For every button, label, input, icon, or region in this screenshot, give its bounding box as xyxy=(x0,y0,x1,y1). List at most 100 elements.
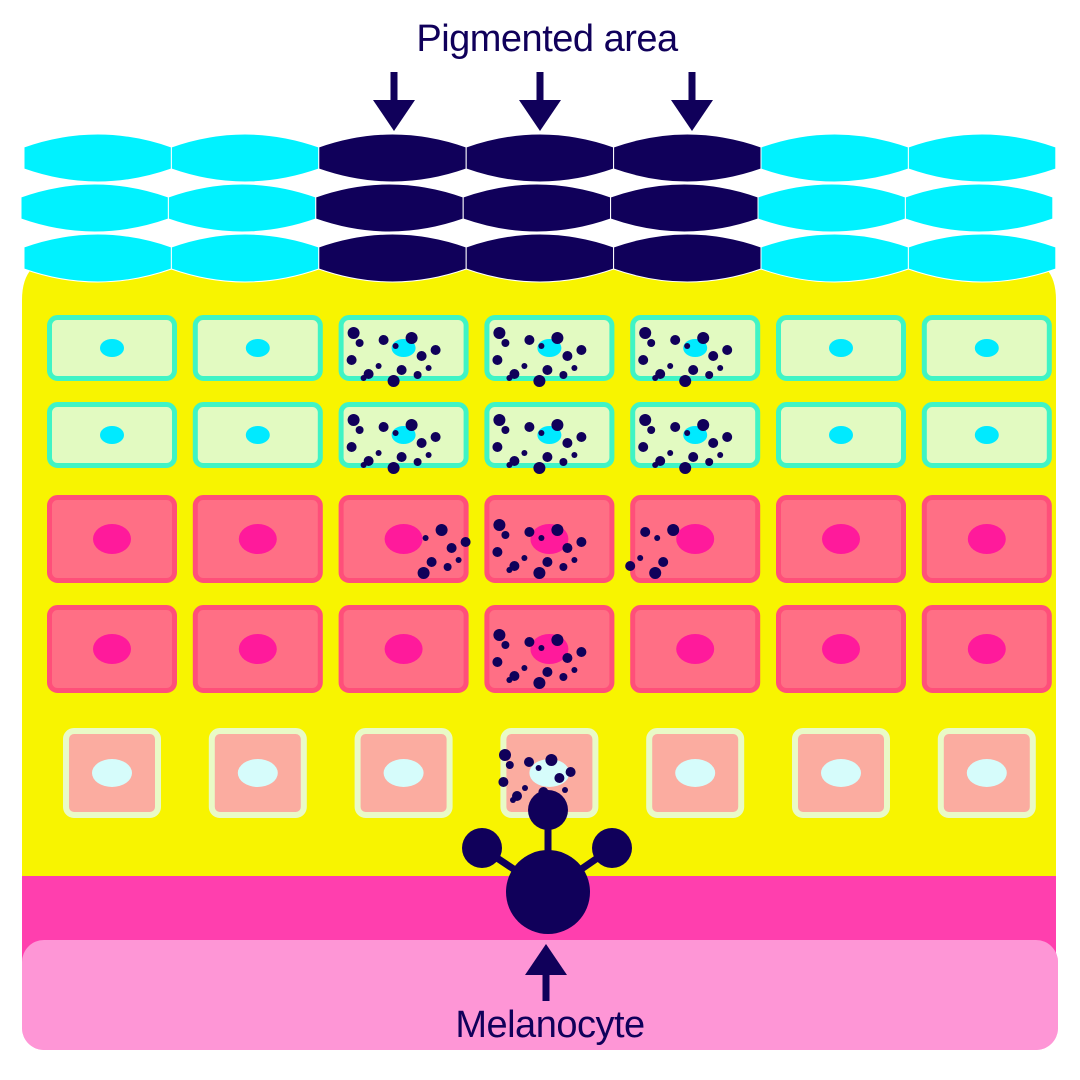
melanin-granule xyxy=(652,375,659,381)
corneum-cell xyxy=(613,233,762,283)
corneum-cell xyxy=(610,183,759,233)
corneum-cell xyxy=(465,233,615,283)
melanin-granule xyxy=(506,677,513,683)
melanin-granule xyxy=(562,438,573,448)
stratum-spinosum xyxy=(47,495,1052,693)
melanin-granule xyxy=(493,414,506,426)
melanin-granule xyxy=(542,452,553,462)
melanin-granule xyxy=(542,365,553,375)
melanin-granule xyxy=(506,567,513,573)
melanin-granule xyxy=(522,785,528,791)
melanin-granule xyxy=(576,345,587,355)
spinous-cell-nucleus xyxy=(238,634,277,664)
melanin-granule xyxy=(679,462,692,474)
corneum-cell xyxy=(20,183,169,233)
melanin-granule xyxy=(446,543,457,553)
melanocyte-body xyxy=(506,850,590,934)
arrow-down-head xyxy=(373,100,415,131)
melanin-granule xyxy=(455,557,462,563)
basal-cell-nucleus xyxy=(383,759,424,787)
melanin-granule xyxy=(722,432,733,442)
melanin-granule xyxy=(533,567,546,579)
melanin-granule xyxy=(501,426,510,434)
melanin-granule xyxy=(498,777,509,787)
corneum-cell xyxy=(760,233,909,283)
pigmented-area-label: Pigmented area xyxy=(416,18,678,60)
melanin-granule xyxy=(521,450,528,456)
spinous-cell-nucleus xyxy=(967,634,1006,664)
melanin-granule xyxy=(499,749,511,761)
spinous-cell-nucleus xyxy=(384,634,423,664)
corneum-cell xyxy=(907,233,1057,283)
melanin-granule xyxy=(545,754,558,766)
corneum-cell xyxy=(167,183,317,233)
melanin-granule xyxy=(422,535,429,541)
granular-cell-nucleus xyxy=(100,339,124,357)
melanin-granule xyxy=(538,645,545,651)
melanin-granule xyxy=(430,432,441,442)
spinous-cell-nucleus xyxy=(822,524,860,554)
melanin-granule xyxy=(492,355,503,365)
melanin-granule xyxy=(360,462,367,468)
basal-cell-nucleus xyxy=(675,759,716,787)
corneum-cell xyxy=(318,233,467,283)
melanin-granule xyxy=(416,351,427,361)
melanin-granule xyxy=(647,339,656,347)
melanin-granule xyxy=(347,414,360,426)
melanin-granule xyxy=(658,557,669,567)
dermis-overlay xyxy=(22,940,1058,1050)
stratum-corneum xyxy=(20,133,1057,283)
corneum-cell xyxy=(465,133,615,183)
melanin-granule xyxy=(360,375,367,381)
melanin-granule xyxy=(565,767,576,777)
melanin-granule xyxy=(625,561,636,571)
melanin-granule xyxy=(355,339,364,347)
melanin-granule xyxy=(426,557,437,567)
arrow-down-shaft xyxy=(688,72,696,104)
melanin-granule xyxy=(430,345,441,355)
arrows xyxy=(373,72,713,1001)
spinous-cell-nucleus xyxy=(967,524,1006,554)
melanin-granule xyxy=(493,327,506,339)
melanin-granule xyxy=(396,452,407,462)
melanin-granule xyxy=(524,335,535,345)
melanin-granule xyxy=(521,555,528,561)
melanin-granule xyxy=(387,462,400,474)
melanin-granule xyxy=(649,567,662,579)
melanin-granule xyxy=(722,345,733,355)
basal-cell-nucleus xyxy=(966,759,1007,787)
melanin-granule xyxy=(378,422,389,432)
corneum-cell xyxy=(760,133,909,183)
melanin-granule xyxy=(533,375,546,387)
arrow-down-shaft xyxy=(536,72,544,104)
melanin-granule xyxy=(538,430,545,436)
melanin-granule xyxy=(667,363,674,369)
melanin-granule xyxy=(387,375,400,387)
melanocyte-label: Melanocyte xyxy=(455,1004,645,1046)
melanin-granule xyxy=(505,761,514,769)
melanin-granule xyxy=(708,351,719,361)
melanin-granule xyxy=(542,667,553,677)
melanin-granule xyxy=(679,375,692,387)
melanin-granule xyxy=(639,414,652,426)
melanin-granule xyxy=(688,365,699,375)
melanin-granule xyxy=(562,543,573,553)
spinous-cell-nucleus xyxy=(384,524,423,554)
melanin-granule xyxy=(684,430,691,436)
spinous-cell-nucleus xyxy=(93,634,131,664)
melanin-granule xyxy=(562,787,568,793)
melanin-granule xyxy=(506,375,513,381)
melanin-granule xyxy=(392,343,399,349)
melanin-granule xyxy=(405,332,418,344)
melanocyte-dendrite-tip xyxy=(592,828,632,868)
melanin-granule xyxy=(551,419,564,431)
melanin-granule xyxy=(571,667,578,673)
basement-membrane xyxy=(22,876,1058,1050)
corneum-cell xyxy=(315,183,464,233)
melanin-granule xyxy=(667,450,674,456)
stratum-granulosum xyxy=(47,315,1052,468)
corneum-cell xyxy=(613,133,762,183)
basal-cell-nucleus xyxy=(92,759,132,787)
melanin-granule xyxy=(375,363,382,369)
